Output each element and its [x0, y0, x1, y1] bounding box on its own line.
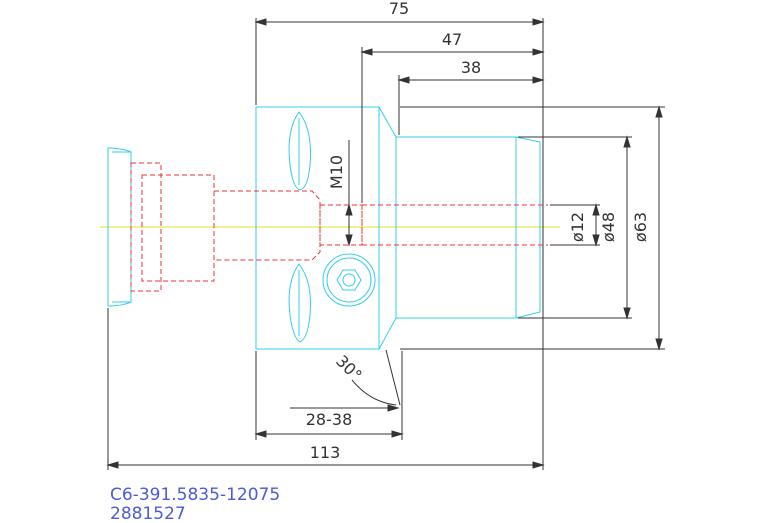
dim-dia-63: ø63 [631, 212, 650, 242]
dimension-lines [106, 18, 663, 469]
body-outline [255, 106, 541, 350]
clamping-slot-bottom [288, 263, 311, 343]
dim-113: 113 [310, 443, 341, 462]
dim-38: 38 [461, 58, 481, 77]
dim-thread: M10 [327, 155, 346, 189]
dim-range: 28-38 [306, 410, 353, 429]
dim-75: 75 [389, 0, 409, 18]
item-number: 2881527 [110, 504, 186, 523]
hidden-bore [130, 162, 548, 292]
dim-angle: 30° [332, 351, 365, 384]
hex-screw [322, 253, 376, 307]
clamping-slot-top [288, 111, 311, 191]
extension-lines [107, 18, 665, 470]
dim-dia-12: ø12 [568, 212, 587, 242]
shank-outline [107, 147, 132, 307]
dim-dia-48: ø48 [599, 212, 618, 242]
dim-47: 47 [442, 30, 462, 49]
part-number: C6-391.5835-12075 [110, 485, 280, 505]
